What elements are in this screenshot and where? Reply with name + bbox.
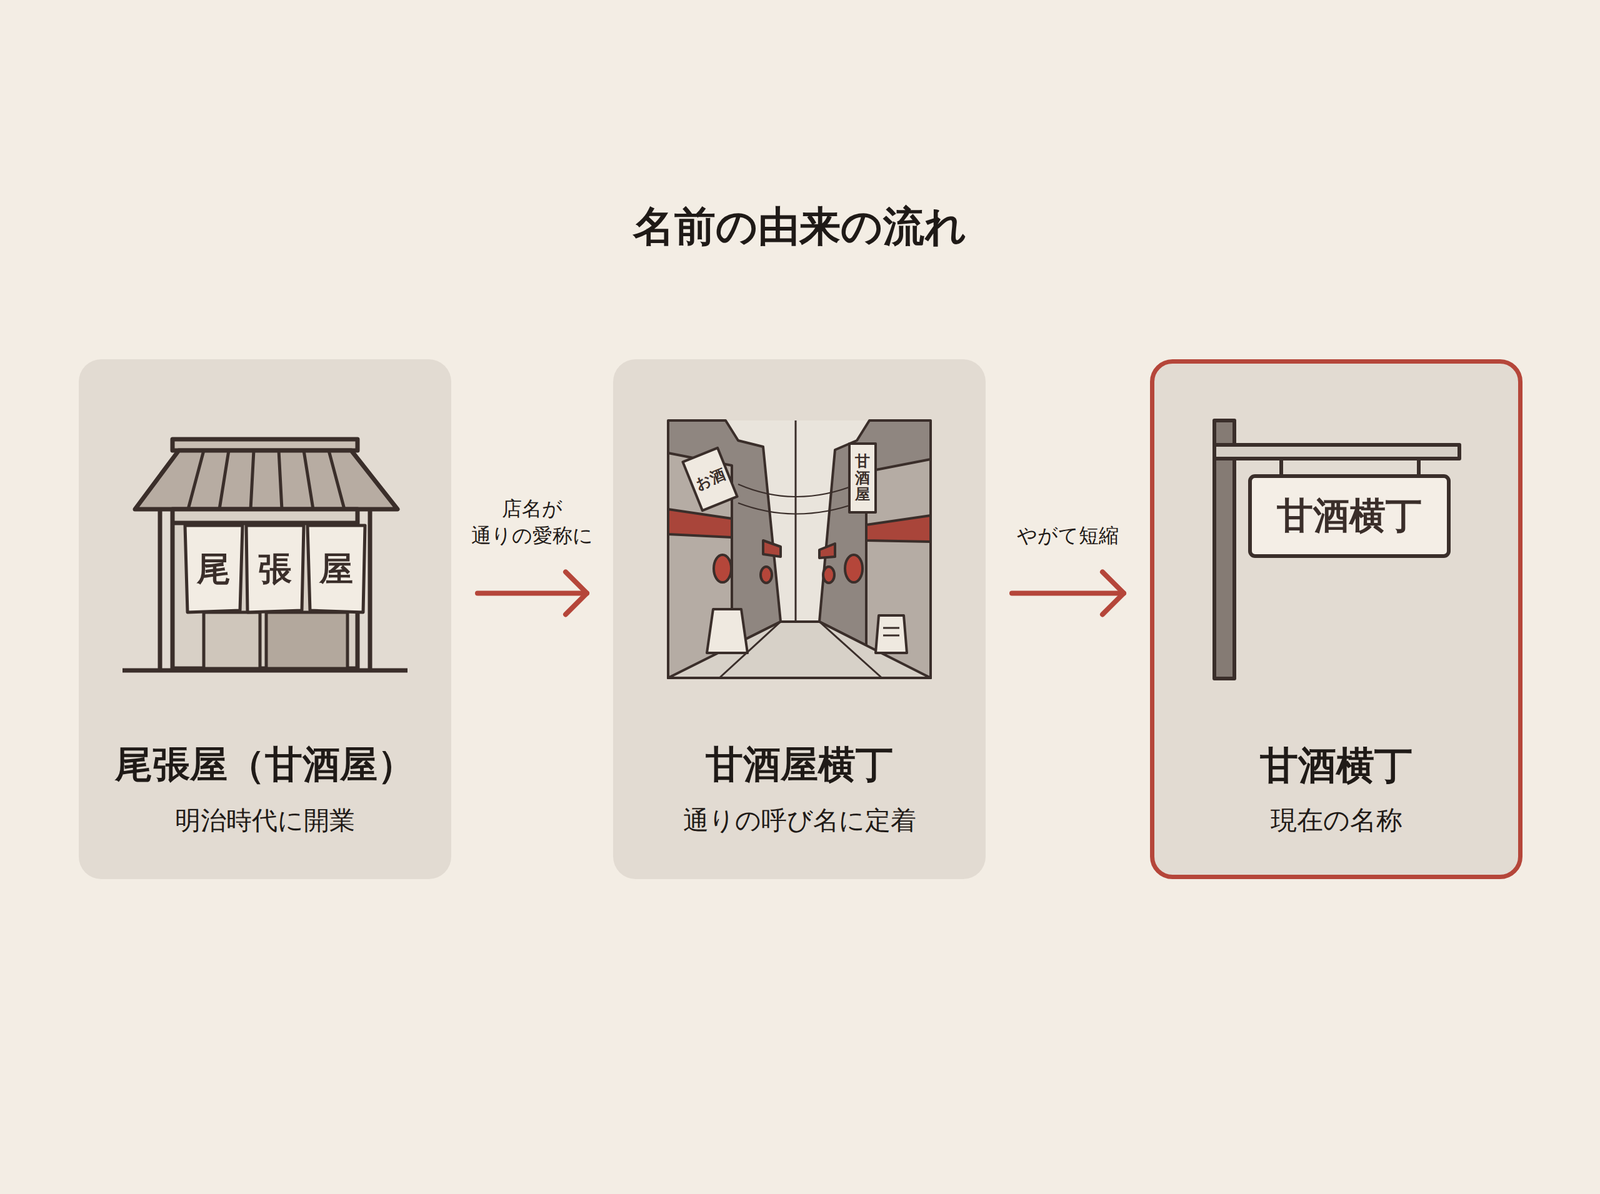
current-name-box: 甘酒横丁現在の名称 甘酒横丁	[1150, 359, 1523, 880]
illustration-label: 屋	[319, 546, 354, 593]
edge-label: 店名が通りの愛称に	[453, 495, 612, 550]
illustration-label: 甘酒屋	[855, 453, 870, 503]
illustration-label: 甘酒横丁	[1276, 491, 1422, 541]
stage-name: 尾張屋（甘酒屋）	[78, 740, 452, 791]
illustration-label: 張	[258, 546, 292, 593]
edge-label: やがて短縮	[987, 522, 1149, 550]
alley-illustration	[613, 359, 986, 880]
stage-name: 甘酒横丁	[1154, 740, 1519, 792]
shop-illustration	[78, 359, 452, 880]
stage-name: 甘酒屋横丁	[613, 740, 986, 791]
stage-box: 甘酒屋横丁通りの呼び名に定着お酒甘酒屋	[613, 359, 986, 880]
signpost-illustration	[1150, 359, 1523, 880]
stage-box: 尾張屋（甘酒屋） 明治時代に開業 尾張屋	[78, 359, 452, 880]
stage-note: 通りの呼び名に定着	[613, 803, 986, 839]
stage-note: 明治時代に開業	[78, 803, 452, 839]
diagram-title: 名前の由来の流れ	[0, 198, 1600, 255]
illustration-label: 尾	[196, 546, 231, 593]
flow-arrow	[1011, 571, 1124, 615]
flow-arrow	[477, 571, 587, 615]
stage-note: 現在の名称	[1154, 803, 1519, 839]
